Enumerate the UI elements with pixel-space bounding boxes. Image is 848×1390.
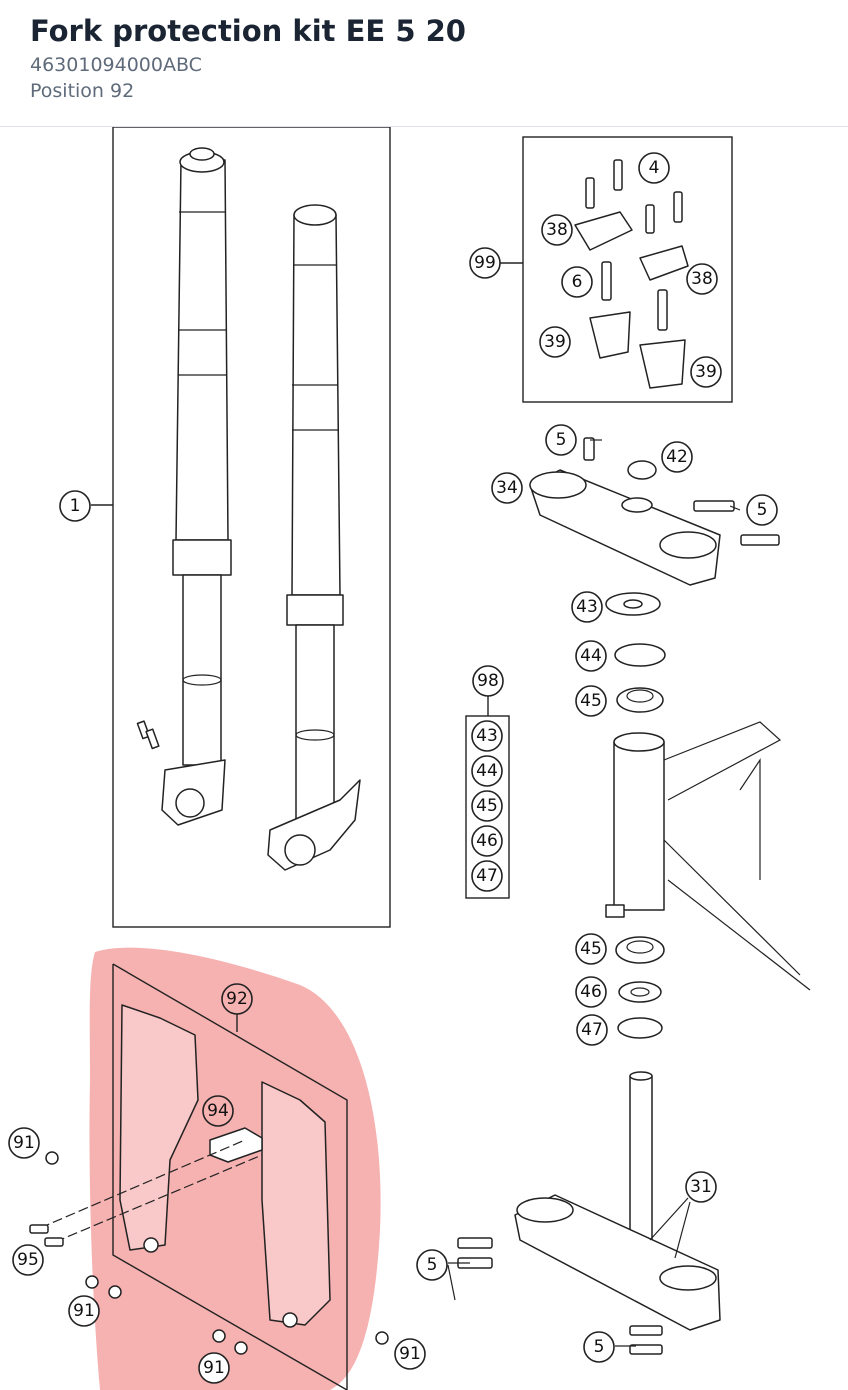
svg-text:91: 91 — [13, 1133, 35, 1153]
callout-45-lower[interactable]: 45 — [575, 933, 607, 965]
callout-91-bottom-left[interactable]: 91 — [68, 1295, 100, 1327]
callout-5-right[interactable]: 5 — [746, 494, 778, 526]
callout-38-upper[interactable]: 38 — [541, 214, 573, 246]
svg-text:6: 6 — [572, 272, 583, 292]
svg-text:47: 47 — [476, 866, 498, 886]
handlebar-clamp-parts[interactable] — [574, 159, 689, 389]
callout-92[interactable]: 92 — [221, 983, 253, 1015]
kit-item-45[interactable]: 45 — [471, 790, 503, 822]
upper-triple-clamp[interactable] — [529, 437, 780, 586]
callout-45-upper[interactable]: 45 — [575, 685, 607, 717]
lower-triple-clamp[interactable] — [457, 1071, 721, 1355]
kit-item-46[interactable]: 46 — [471, 825, 503, 857]
svg-text:44: 44 — [580, 646, 602, 666]
svg-text:31: 31 — [690, 1177, 712, 1197]
svg-text:5: 5 — [427, 1255, 438, 1275]
callout-99[interactable]: 99 — [469, 247, 501, 279]
callout-94[interactable]: 94 — [202, 1095, 234, 1127]
svg-text:45: 45 — [580, 939, 602, 959]
callout-91-right[interactable]: 91 — [394, 1338, 426, 1370]
callout-95[interactable]: 95 — [12, 1244, 44, 1276]
svg-text:43: 43 — [476, 726, 498, 746]
svg-text:5: 5 — [757, 500, 768, 520]
fork-clamp-bolts[interactable] — [136, 720, 160, 750]
callout-91-bottom[interactable]: 91 — [198, 1352, 230, 1384]
svg-text:99: 99 — [474, 253, 496, 273]
svg-text:45: 45 — [476, 796, 498, 816]
callout-5-lower[interactable]: 5 — [583, 1331, 615, 1363]
callout-91-left[interactable]: 91 — [8, 1127, 40, 1159]
protection-kit-frame — [112, 963, 348, 1390]
svg-text:5: 5 — [556, 430, 567, 450]
page-title: Fork protection kit EE 5 20 — [30, 14, 466, 48]
page-header: Fork protection kit EE 5 20 46301094000A… — [0, 0, 848, 127]
fork-group-frame — [112, 127, 391, 928]
callout-31[interactable]: 31 — [685, 1171, 717, 1203]
svg-text:39: 39 — [695, 362, 717, 382]
svg-text:1: 1 — [70, 496, 81, 516]
hardware-kit-frame — [522, 136, 733, 403]
svg-text:38: 38 — [546, 220, 568, 240]
svg-text:47: 47 — [581, 1020, 603, 1040]
callout-38-lower[interactable]: 38 — [686, 263, 718, 295]
callout-5-lower-left[interactable]: 5 — [416, 1249, 448, 1281]
part-number: 46301094000ABC — [30, 54, 202, 76]
callout-34[interactable]: 34 — [491, 472, 523, 504]
svg-text:5: 5 — [594, 1337, 605, 1357]
fork-guard-right[interactable] — [261, 1081, 331, 1328]
callout-44[interactable]: 44 — [575, 640, 607, 672]
callout-46[interactable]: 46 — [575, 976, 607, 1008]
svg-text:46: 46 — [580, 982, 602, 1002]
callout-39-left[interactable]: 39 — [539, 326, 571, 358]
fork-guard-left[interactable] — [119, 1004, 199, 1253]
callout-5-top[interactable]: 5 — [545, 424, 577, 456]
svg-text:91: 91 — [73, 1301, 95, 1321]
kit-item-43[interactable]: 43 — [471, 720, 503, 752]
svg-text:43: 43 — [576, 597, 598, 617]
callout-4[interactable]: 4 — [638, 152, 670, 184]
svg-text:98: 98 — [477, 671, 499, 691]
svg-text:34: 34 — [496, 478, 518, 498]
callout-47[interactable]: 47 — [576, 1014, 608, 1046]
callout-43[interactable]: 43 — [571, 591, 603, 623]
exploded-parts-diagram: 1 4 38 99 38 6 39 39 5 42 34 5 43 44 45 … — [0, 127, 848, 1390]
fork-leg-left[interactable] — [161, 147, 232, 826]
frame-steering-head[interactable] — [605, 721, 811, 991]
svg-text:92: 92 — [226, 989, 248, 1009]
svg-text:39: 39 — [544, 332, 566, 352]
svg-text:91: 91 — [399, 1344, 421, 1364]
svg-text:46: 46 — [476, 831, 498, 851]
kit-item-44[interactable]: 44 — [471, 755, 503, 787]
svg-text:42: 42 — [666, 447, 688, 467]
svg-text:44: 44 — [476, 761, 498, 781]
callout-42[interactable]: 42 — [661, 441, 693, 473]
position-label: Position 92 — [30, 80, 135, 102]
steering-bearing-set-lower[interactable] — [615, 936, 665, 1039]
svg-text:38: 38 — [691, 269, 713, 289]
svg-text:4: 4 — [649, 158, 660, 178]
svg-text:95: 95 — [17, 1250, 39, 1270]
callout-39-right[interactable]: 39 — [690, 356, 722, 388]
svg-text:91: 91 — [203, 1358, 225, 1378]
steering-bearing-set-upper[interactable] — [605, 592, 666, 713]
callout-6[interactable]: 6 — [561, 266, 593, 298]
callout-1[interactable]: 1 — [59, 490, 91, 522]
fork-leg-right[interactable] — [267, 204, 361, 871]
callout-98[interactable]: 98 — [472, 665, 504, 697]
svg-text:45: 45 — [580, 691, 602, 711]
kit-item-47[interactable]: 47 — [471, 860, 503, 892]
guard-screws[interactable] — [29, 1139, 389, 1355]
highlight-region[interactable] — [89, 947, 381, 1390]
svg-text:94: 94 — [207, 1101, 229, 1121]
